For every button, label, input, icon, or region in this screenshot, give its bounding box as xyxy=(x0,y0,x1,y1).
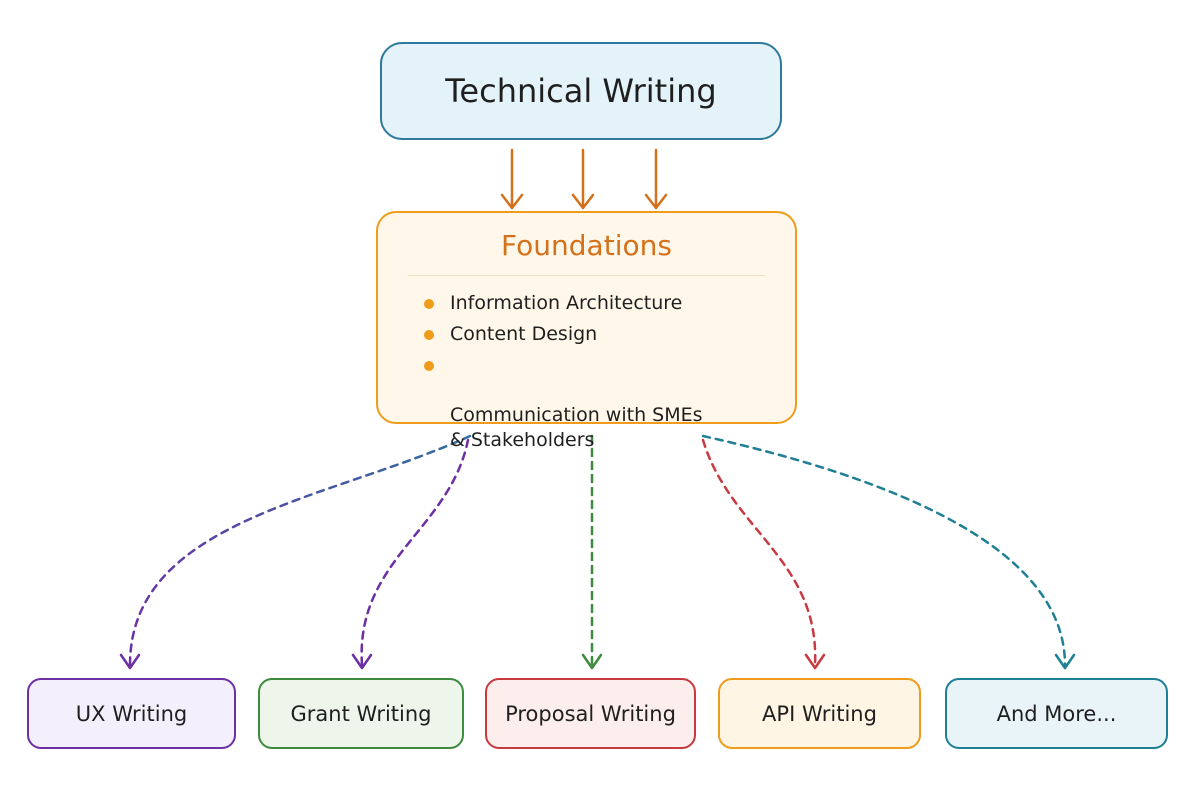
and-more-node: And More... xyxy=(945,678,1168,749)
foundations-item-label: Communication with SMEs & Stakeholders xyxy=(450,404,703,451)
bullet-icon xyxy=(424,330,434,340)
technical-writing-label: Technical Writing xyxy=(445,72,717,110)
foundations-divider xyxy=(408,275,765,276)
technical-writing-node: Technical Writing xyxy=(380,42,782,140)
ux-writing-label: UX Writing xyxy=(75,701,188,726)
dashed-arrows xyxy=(128,434,1067,667)
solid-arrow-left xyxy=(500,148,524,210)
solid-arrow-middle xyxy=(571,148,595,210)
arrowhead-more xyxy=(1054,653,1076,670)
dashed-arrow-more xyxy=(701,434,1067,667)
ux-writing-node: UX Writing xyxy=(27,678,236,749)
grant-writing-node: Grant Writing xyxy=(258,678,464,749)
api-writing-label: API Writing xyxy=(762,701,877,726)
api-writing-node: API Writing xyxy=(718,678,921,749)
solid-arrows xyxy=(500,148,668,210)
bullet-icon xyxy=(424,299,434,309)
dashed-arrowheads xyxy=(119,653,1076,670)
bullet-icon xyxy=(424,361,434,371)
foundations-item: Content Design xyxy=(422,322,703,347)
and-more-label: And More... xyxy=(996,701,1117,726)
foundations-title: Foundations xyxy=(501,229,672,262)
foundations-item-label: Information Architecture xyxy=(450,292,683,314)
proposal-writing-node: Proposal Writing xyxy=(485,678,696,749)
solid-arrow-right xyxy=(644,148,668,210)
foundations-item: Communication with SMEs & Stakeholders xyxy=(422,353,703,453)
foundations-item: Information Architecture xyxy=(422,291,703,316)
arrowhead-api xyxy=(804,653,826,670)
arrowhead-grant xyxy=(351,653,373,670)
foundations-item-label: Content Design xyxy=(450,323,598,345)
arrowhead-proposal xyxy=(581,653,603,670)
dashed-arrow-grant xyxy=(360,438,470,667)
foundations-node: Foundations Information Architecture Con… xyxy=(376,211,797,451)
grant-writing-label: Grant Writing xyxy=(290,701,432,726)
dashed-arrow-api xyxy=(701,438,817,667)
foundations-list: Information Architecture Content Design … xyxy=(422,285,703,453)
dashed-arrow-ux xyxy=(128,434,472,667)
proposal-writing-label: Proposal Writing xyxy=(505,701,676,726)
arrowhead-ux xyxy=(119,653,141,670)
